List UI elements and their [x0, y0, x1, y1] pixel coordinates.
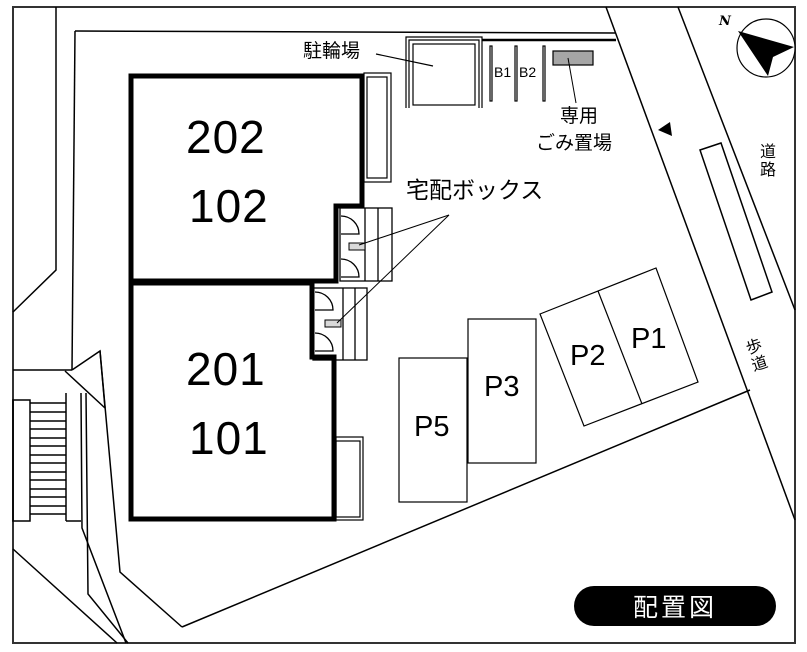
trash-leader-line [567, 57, 577, 104]
unit-label-202: 202 [186, 111, 266, 163]
building-201-101 [128, 280, 337, 522]
staircase [12, 393, 81, 522]
diagram-title-badge: 配置図 [574, 586, 776, 626]
road-edges [605, 6, 796, 521]
trash-area [552, 50, 594, 66]
left-boundary [12, 7, 751, 644]
unit-label-102: 102 [189, 180, 269, 232]
delivery-box-label: 宅配ボックス [406, 178, 544, 204]
balconies [335, 72, 392, 521]
trash-area-label-line2: ごみ置場 [536, 132, 613, 154]
north-arrow-icon [736, 18, 796, 78]
road-label: 道路 [757, 143, 776, 179]
delivery-box-lower [324, 319, 342, 328]
north-label: N [719, 14, 731, 29]
entrance-steps [312, 207, 393, 361]
parking-label-p5: P5 [414, 411, 450, 443]
bike-slot-b2: B2 [519, 64, 537, 80]
unit-label-101: 101 [189, 412, 269, 464]
bicycle-parking-label: 駐輪場 [303, 40, 361, 62]
parking-label-p1: P1 [631, 323, 667, 355]
bicycle-parking [375, 36, 616, 108]
trash-area-label-line1: 専用 [560, 105, 599, 127]
unit-label-201: 201 [186, 343, 266, 395]
parking-label-p3: P3 [484, 371, 520, 403]
building-202-102 [128, 73, 365, 284]
diagram-title: 配置図 [632, 593, 717, 622]
parking-label-p2: P2 [570, 340, 606, 372]
entrance-triangle-icon [658, 122, 672, 136]
bike-slot-b1: B1 [494, 64, 512, 80]
delivery-box-leader-lines [336, 214, 450, 324]
parking-spaces [398, 267, 699, 503]
delivery-box-upper [348, 242, 366, 251]
